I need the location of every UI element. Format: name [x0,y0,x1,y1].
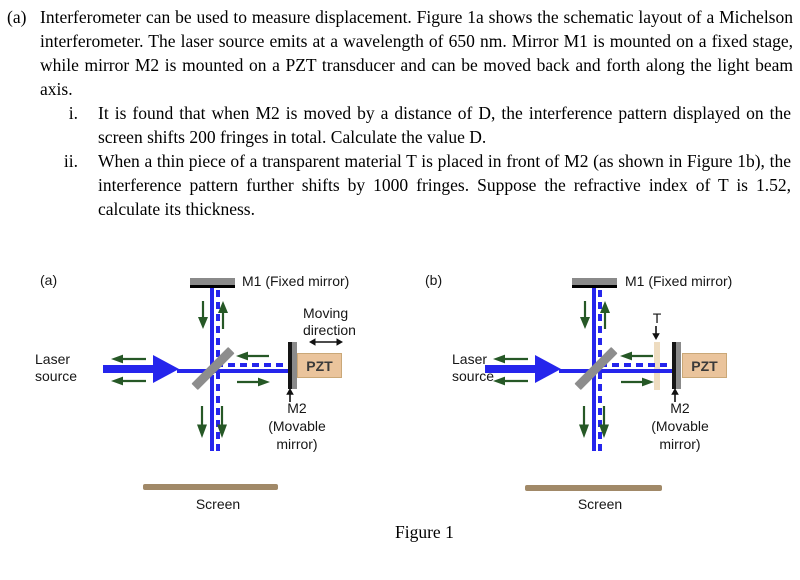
beam-to-m1 [592,288,596,368]
arrow-left-icon [620,351,653,361]
diagram-a-label: (a) [40,272,58,288]
laser-beam-arrowhead [153,355,179,383]
arrow-down-icon [197,406,207,438]
arrow-down-icon [580,301,590,329]
m2-label: M2 (Movable mirror) [268,400,326,452]
part-label: (a) [7,7,27,27]
moving-direction-label: Moving direction [303,305,356,338]
arrow-down-icon [599,406,609,438]
screen [525,485,662,491]
m2-movable-mirror [672,342,681,389]
diagram-b-michelson: (b) M1 (Fixed mirror) T Laser source PZT… [400,260,800,550]
arrow-left-icon [493,376,528,386]
m1-fixed-mirror [572,278,617,288]
diagram-a-michelson: (a) M1 (Fixed mirror) Moving direction L… [0,260,400,550]
paragraph-a: (a) Interferometer can be used to measur… [0,5,800,101]
laser-beam [485,365,539,373]
arrow-left-icon [236,351,269,361]
item-i: i. It is found that when M2 is moved by … [0,101,800,149]
screen-label: Screen [195,496,241,512]
pointer-up-icon [671,388,679,402]
pointer-down-icon [652,326,660,340]
pointer-up-icon [286,388,294,402]
arrow-left-icon [493,354,528,364]
laser-source-label: Laser source [35,351,78,384]
paragraph-a-text: Interferometer can be used to measure di… [40,7,793,99]
item-ii-text: When a thin piece of a transparent mater… [98,151,791,219]
laser-beam-arrowhead [535,355,561,383]
t-label: T [652,310,662,326]
beam-from-m1-dashed [216,290,220,364]
arrow-right-icon [621,377,654,387]
screen [143,484,278,490]
beam-to-m1 [210,288,214,368]
beam-to-screen [210,375,214,451]
m2-label: M2 (Movable mirror) [651,400,709,452]
item-ii-number: ii. [63,151,78,171]
pzt-transducer: PZT [682,353,727,378]
beam-to-screen-dashed [598,372,602,452]
m1-label: M1 (Fixed mirror) [625,273,733,289]
item-ii: ii. When a thin piece of a transparent m… [0,149,800,221]
beam-to-m2 [559,369,673,373]
arrow-right-icon [237,377,270,387]
beam-to-screen-dashed [216,372,220,452]
item-i-number: i. [68,103,78,123]
double-arrow-icon [309,338,343,346]
problem-statement: (a) Interferometer can be used to measur… [0,5,800,221]
laser-beam [103,365,157,373]
arrow-left-icon [111,376,146,386]
diagram-b-label: (b) [425,272,443,288]
beam-from-m1-dashed [598,290,602,364]
arrow-up-icon [600,301,610,329]
beam-from-m2-dashed [216,363,289,367]
m1-fixed-mirror [190,278,235,288]
laser-source-label: Laser source [452,351,495,384]
arrow-up-icon [218,301,228,329]
screen-label: Screen [577,496,623,512]
arrow-down-icon [217,406,227,438]
arrow-down-icon [579,406,589,438]
beam-from-m2-dashed [600,363,673,367]
arrow-down-icon [198,301,208,329]
m2-movable-mirror [288,342,297,389]
pzt-transducer: PZT [297,353,342,378]
figure-caption: Figure 1 [395,522,454,542]
m1-label: M1 (Fixed mirror) [242,273,350,289]
beam-to-screen [592,375,596,451]
arrow-left-icon [111,354,146,364]
item-i-text: It is found that when M2 is moved by a d… [98,103,791,147]
beam-to-m2 [177,369,289,373]
